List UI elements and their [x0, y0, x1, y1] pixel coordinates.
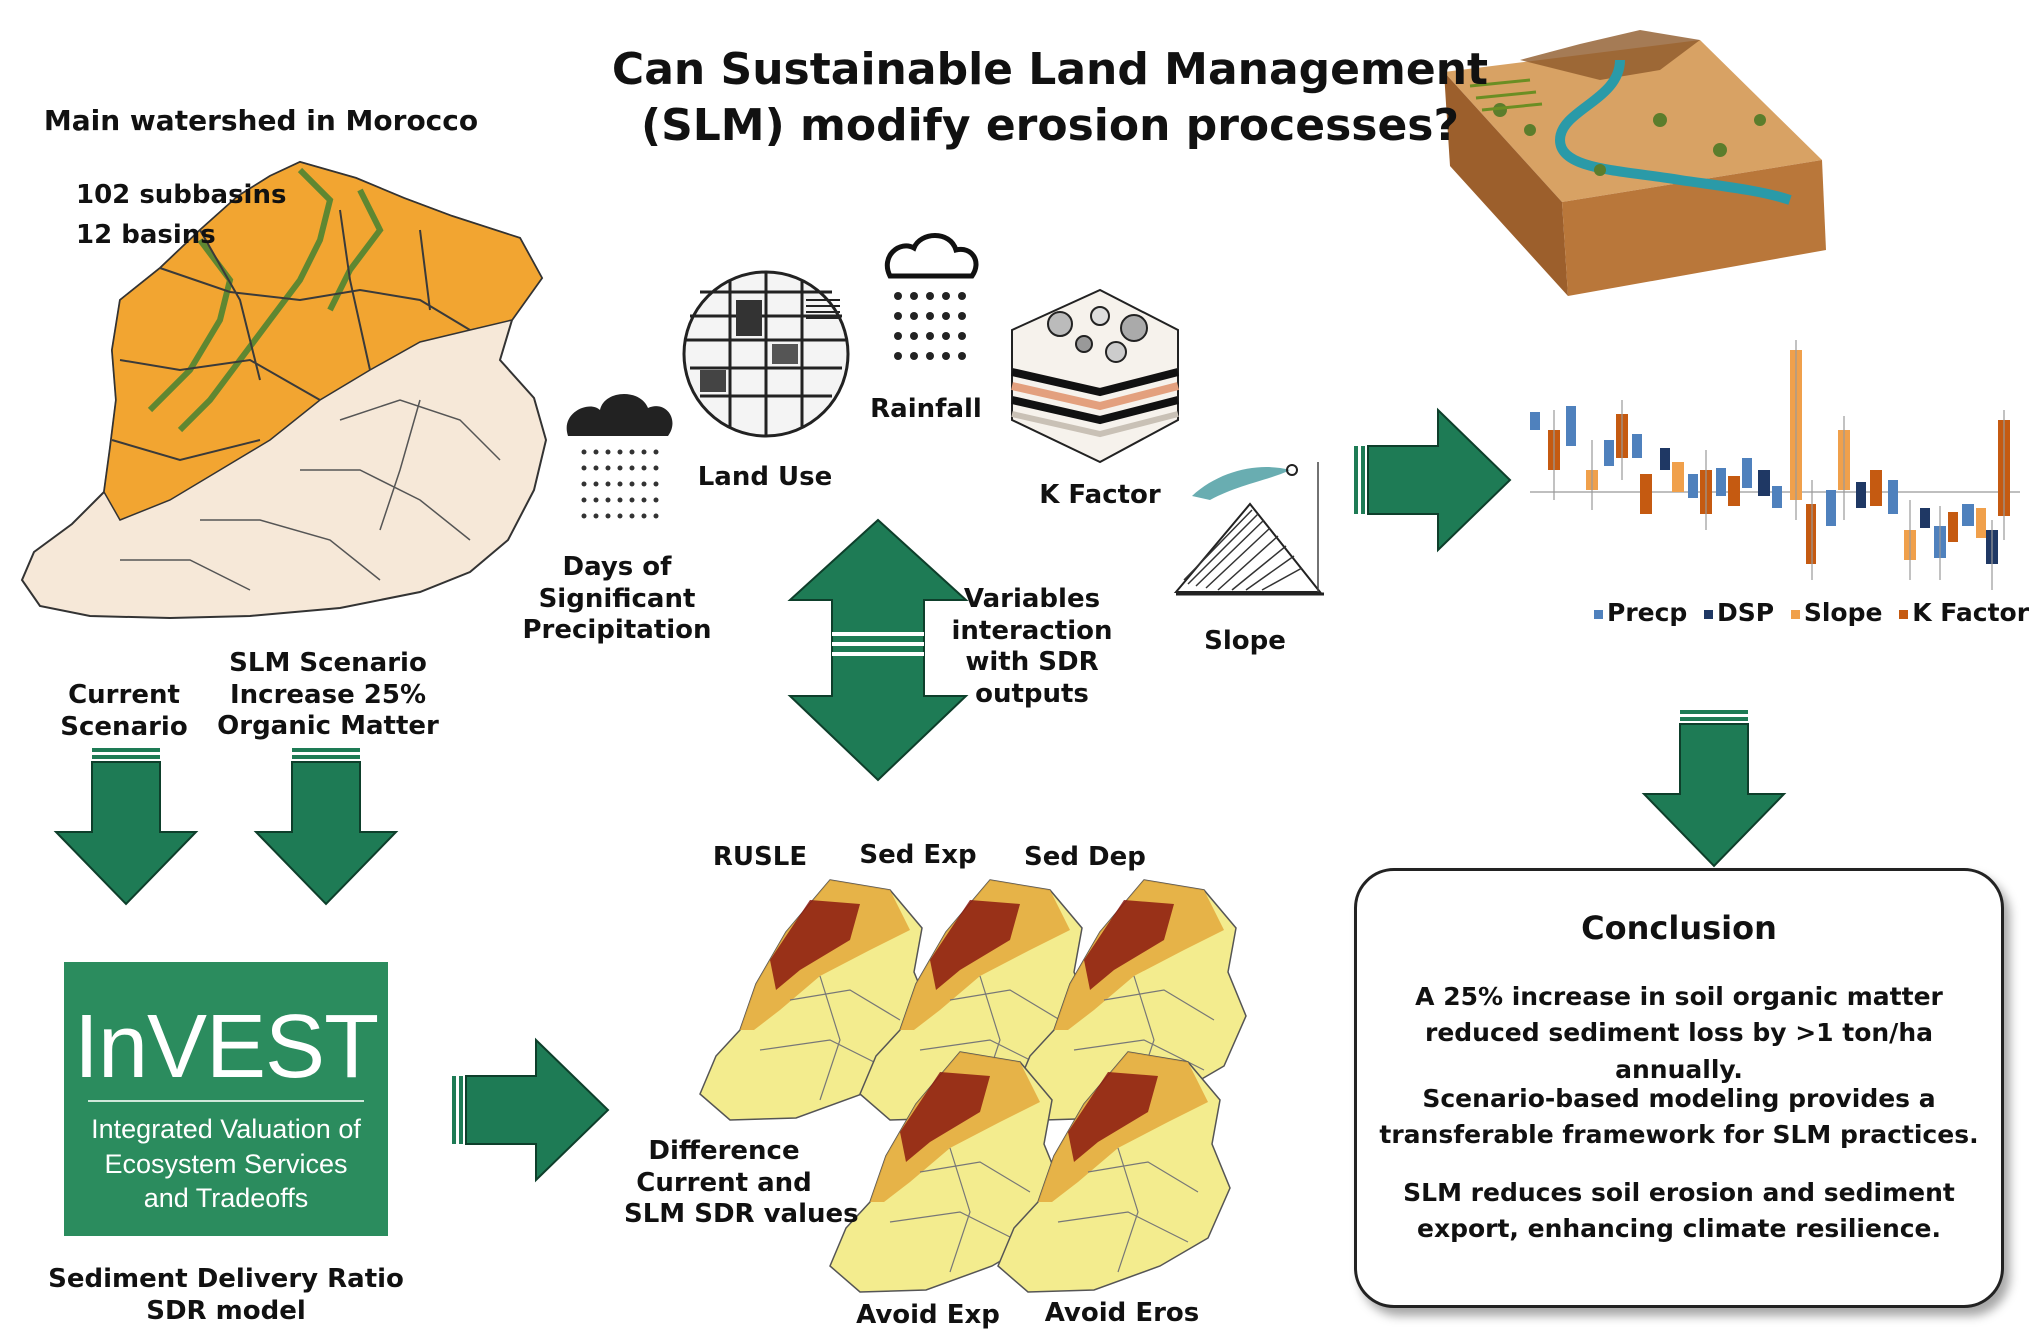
land-use-label: Land Use [697, 462, 833, 492]
arrow-chart-down [1643, 709, 1785, 867]
days-line2: Significant [538, 583, 696, 614]
boxplot-chart [1530, 340, 2020, 590]
days-line3: Precipitation [522, 615, 712, 646]
slm-scenario-line1: SLM Scenario [229, 648, 427, 678]
arrow-interaction-updown [787, 518, 969, 782]
conclusion-p1-line1: A 25% increase in soil organic matter [1415, 982, 1943, 1011]
conclusion-heading: Conclusion [1581, 909, 1777, 947]
days-precipitation-label: Days of Significant Precipitation [522, 552, 712, 647]
interaction-line2: interaction [951, 615, 1113, 646]
conclusion-p1-line2: reduced sediment loss by >1 ton/ha annua… [1425, 1018, 1933, 1084]
current-scenario-label: Current Scenario [44, 680, 204, 743]
sed-dep-label: Sed Dep [1024, 842, 1146, 872]
conclusion-point-1: A 25% increase in soil organic matter re… [1357, 979, 2001, 1088]
slm-scenario-line2: Increase 25% [230, 679, 426, 710]
legend-label-k-factor: K Factor [1912, 598, 2030, 627]
difference-line3: SLM SDR values [624, 1199, 859, 1230]
slope-label: Slope [1204, 626, 1286, 656]
conclusion-point-2: Scenario-based modeling provides a trans… [1357, 1081, 2001, 1154]
interaction-line4: outputs [975, 679, 1089, 710]
invest-subtitle: Integrated Valuation of Ecosystem Servic… [64, 1112, 388, 1216]
difference-line1: Difference [648, 1136, 800, 1166]
days-precipitation-icon [566, 393, 673, 519]
conclusion-p3-line2: export, enhancing climate resilience. [1416, 1214, 1942, 1244]
main-title-line2: (SLM) modify erosion processes? [640, 100, 1460, 152]
sdr-model-label: Sediment Delivery Ratio SDR model [40, 1264, 412, 1327]
invest-logo: InVEST Integrated Valuation of Ecosystem… [64, 962, 388, 1236]
conclusion-p2-line2: transferable framework for SLM practices… [1379, 1120, 1979, 1150]
interaction-line1: Variables [963, 584, 1101, 614]
land-use-icon [682, 270, 850, 438]
legend-item-dsp: DSP [1704, 598, 1774, 627]
invest-subtitle-line3: and Tradeoffs [143, 1183, 309, 1214]
main-title: Can Sustainable Land Management (SLM) mo… [600, 42, 1500, 155]
rainfall-label: Rainfall [870, 394, 982, 424]
conclusion-point-3: SLM reduces soil erosion and sediment ex… [1357, 1175, 2001, 1248]
invest-subtitle-line2: Ecosystem Services [104, 1148, 348, 1179]
current-scenario-line1: Current [68, 680, 180, 710]
arrow-current-down [55, 747, 197, 905]
interaction-line3: with SDR [965, 647, 1099, 678]
landscape-illustration [1444, 30, 1826, 296]
interaction-label: Variables interaction with SDR outputs [940, 584, 1124, 711]
legend-swatch-k-factor [1899, 609, 1909, 619]
current-scenario-line2: Scenario [60, 711, 188, 742]
legend-label-precp: Precp [1607, 598, 1688, 627]
watershed-heading: Main watershed in Morocco [43, 104, 479, 137]
arrow-invest-right [451, 1039, 609, 1181]
invest-divider [88, 1100, 364, 1102]
legend-swatch-dsp [1704, 609, 1714, 619]
legend-label-slope: Slope [1803, 598, 1883, 627]
legend-swatch-slope [1790, 609, 1800, 619]
sdr-line2: SDR model [146, 1295, 306, 1326]
subbasins-count: 102 subbasins [76, 180, 287, 210]
legend-item-k-factor: K Factor [1899, 598, 2029, 627]
sdr-line1: Sediment Delivery Ratio [48, 1264, 404, 1294]
legend-label-dsp: DSP [1717, 598, 1775, 627]
legend-swatch-precp [1594, 609, 1603, 619]
arrow-slm-down [255, 747, 397, 905]
watershed-map [20, 160, 548, 620]
slope-icon [1173, 462, 1324, 596]
rusle-label: RUSLE [712, 842, 808, 872]
conclusion-box: Conclusion A 25% increase in soil organi… [1354, 868, 2004, 1308]
k-factor-label: K Factor [1039, 480, 1161, 510]
days-line1: Days of [562, 552, 672, 582]
arrow-variables-right [1353, 409, 1511, 551]
slm-scenario-line3: Organic Matter [217, 711, 439, 742]
invest-subtitle-line1: Integrated Valuation of [91, 1114, 361, 1144]
k-factor-icon [1011, 288, 1179, 464]
conclusion-p2-line1: Scenario-based modeling provides a [1422, 1084, 1936, 1113]
sed-exp-label: Sed Exp [859, 840, 977, 870]
legend-item-slope: Slope [1790, 598, 1883, 627]
difference-label: Difference Current and SLM SDR values [624, 1136, 859, 1231]
basins-count: 12 basins [76, 220, 216, 250]
legend-item-precp: Precp [1594, 598, 1687, 627]
difference-line2: Current and [636, 1167, 812, 1198]
invest-logo-text: InVEST [73, 997, 379, 1097]
main-title-line1: Can Sustainable Land Management [611, 44, 1489, 95]
chart-boxes [1530, 350, 2010, 564]
conclusion-p3-line1: SLM reduces soil erosion and sediment [1403, 1178, 1955, 1207]
avoid-eros-label: Avoid Eros [1044, 1298, 1200, 1328]
rainfall-icon [884, 233, 979, 360]
avoid-exp-label: Avoid Exp [856, 1300, 1000, 1330]
chart-legend: Precp DSP Slope K Factor [1594, 598, 2031, 627]
slm-scenario-label: SLM Scenario Increase 25% Organic Matter [208, 648, 448, 743]
